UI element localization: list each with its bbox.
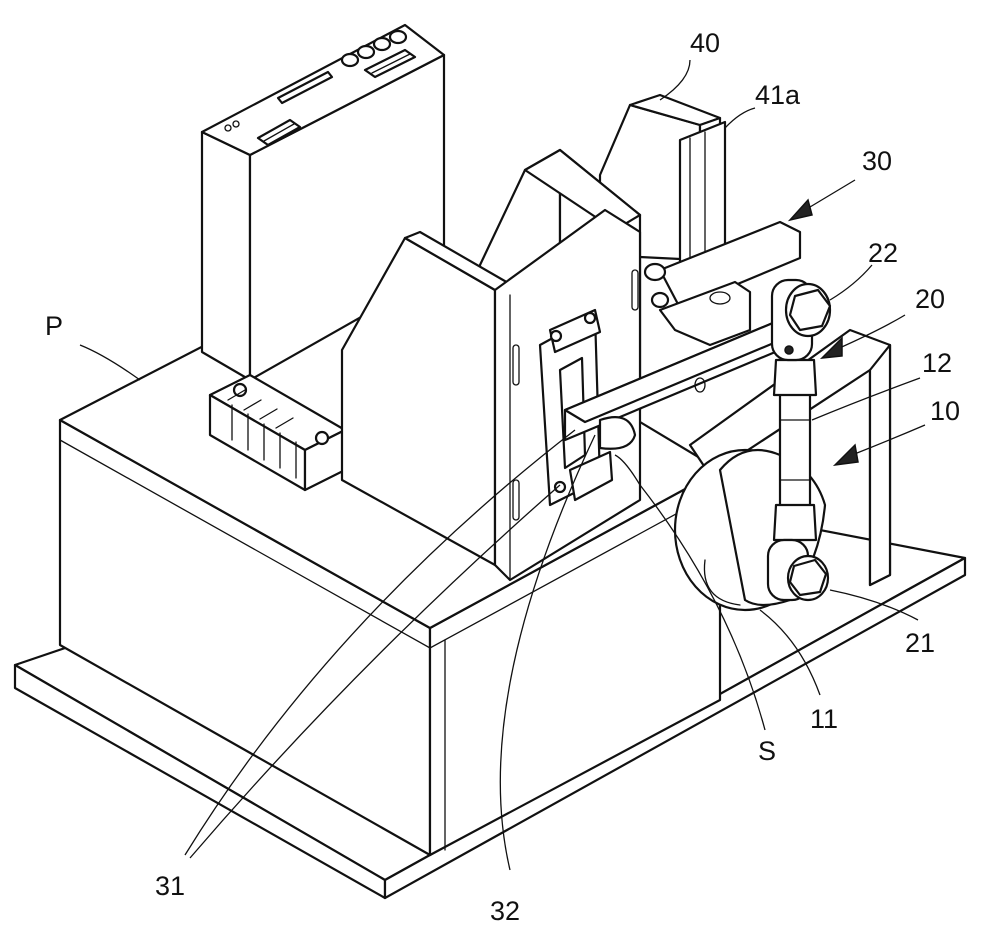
- label-21: 21: [905, 628, 935, 658]
- label-20: 20: [915, 284, 945, 314]
- label-31: 31: [155, 871, 185, 901]
- label-s: S: [758, 736, 776, 766]
- bolt-22: [786, 284, 830, 336]
- bolt-icon: [645, 264, 665, 280]
- bolt-21: [788, 556, 828, 600]
- label-30: 30: [862, 146, 892, 176]
- rod-end-upper: [774, 360, 816, 395]
- label-41a: 41a: [755, 80, 801, 110]
- label-10: 10: [930, 396, 960, 426]
- label-11: 11: [810, 704, 838, 734]
- notch-s: [600, 417, 635, 449]
- label-22: 22: [868, 238, 898, 268]
- label-p: P: [45, 311, 63, 341]
- label-32: 32: [490, 896, 520, 926]
- rod-end-lower: [774, 505, 816, 540]
- label-12: 12: [922, 348, 952, 378]
- guide-rail: [680, 122, 725, 265]
- label-40: 40: [690, 28, 720, 58]
